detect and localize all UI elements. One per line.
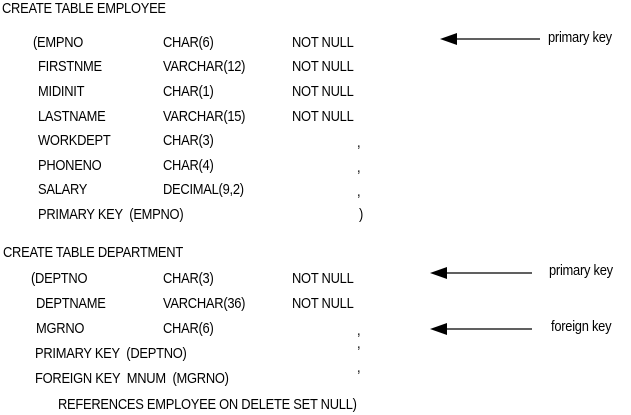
employee-col-empno-constraint: NOT NULL: [292, 34, 354, 51]
employee-create-header: CREATE TABLE EMPLOYEE: [2, 0, 166, 17]
employee-col-firstnme-name: FIRSTNME: [38, 58, 102, 75]
employee-col-midinit-name: MIDINIT: [38, 83, 85, 100]
department-primary-key-comma: ,: [357, 335, 361, 352]
department-foreign-key-clause: FOREIGN KEY MNUM (MGRNO): [35, 370, 229, 387]
department-primary-key-clause: PRIMARY KEY (DEPTNO): [35, 345, 187, 362]
department-col-deptname-type: VARCHAR(36): [163, 295, 246, 312]
department-primary-key-annotation: primary key: [549, 262, 613, 279]
department-foreign-key-comma: ,: [357, 359, 361, 376]
employee-col-salary-name: SALARY: [38, 181, 88, 198]
department-create-header: CREATE TABLE DEPARTMENT: [3, 244, 183, 261]
department-col-deptname-constraint: NOT NULL: [292, 295, 354, 312]
employee-col-phoneno-name: PHONENO: [38, 157, 102, 174]
employee-col-empno-name: (EMPNO: [33, 34, 84, 51]
department-col-mgrno-constraint: ,: [357, 322, 361, 339]
employee-col-midinit-constraint: NOT NULL: [292, 83, 354, 100]
employee-col-firstnme-type: VARCHAR(12): [163, 58, 246, 75]
department-col-mgrno-type: CHAR(6): [163, 320, 214, 337]
employee-col-firstnme-constraint: NOT NULL: [292, 58, 354, 75]
department-references-clause: REFERENCES EMPLOYEE ON DELETE SET NULL): [58, 396, 357, 413]
employee-col-salary-type: DECIMAL(9,2): [163, 181, 244, 198]
employee-col-lastname-type: VARCHAR(15): [163, 108, 246, 125]
department-foreign-key-annotation: foreign key: [551, 318, 612, 335]
employee-col-salary-constraint: ,: [357, 183, 361, 200]
employee-col-workdept-type: CHAR(3): [163, 132, 214, 149]
employee-col-workdept-constraint: ,: [357, 134, 361, 151]
department-col-deptno-type: CHAR(3): [163, 270, 214, 287]
employee-col-workdept-name: WORKDEPT: [38, 132, 111, 149]
department-col-deptno-constraint: NOT NULL: [292, 270, 354, 287]
employee-col-phoneno-constraint: ,: [357, 159, 361, 176]
employee-col-lastname-constraint: NOT NULL: [292, 108, 354, 125]
employee-col-phoneno-type: CHAR(4): [163, 157, 214, 174]
employee-col-midinit-type: CHAR(1): [163, 83, 214, 100]
employee-primary-key-clause: PRIMARY KEY (EMPNO): [38, 206, 184, 223]
department-col-deptname-name: DEPTNAME: [36, 295, 106, 312]
department-col-deptno-name: (DEPTNO: [31, 270, 88, 287]
employee-closing-paren: ): [359, 206, 364, 223]
employee-col-lastname-name: LASTNAME: [38, 108, 106, 125]
department-col-mgrno-name: MGRNO: [36, 320, 85, 337]
employee-primary-key-annotation: primary key: [548, 29, 612, 46]
employee-col-empno-type: CHAR(6): [163, 34, 214, 51]
